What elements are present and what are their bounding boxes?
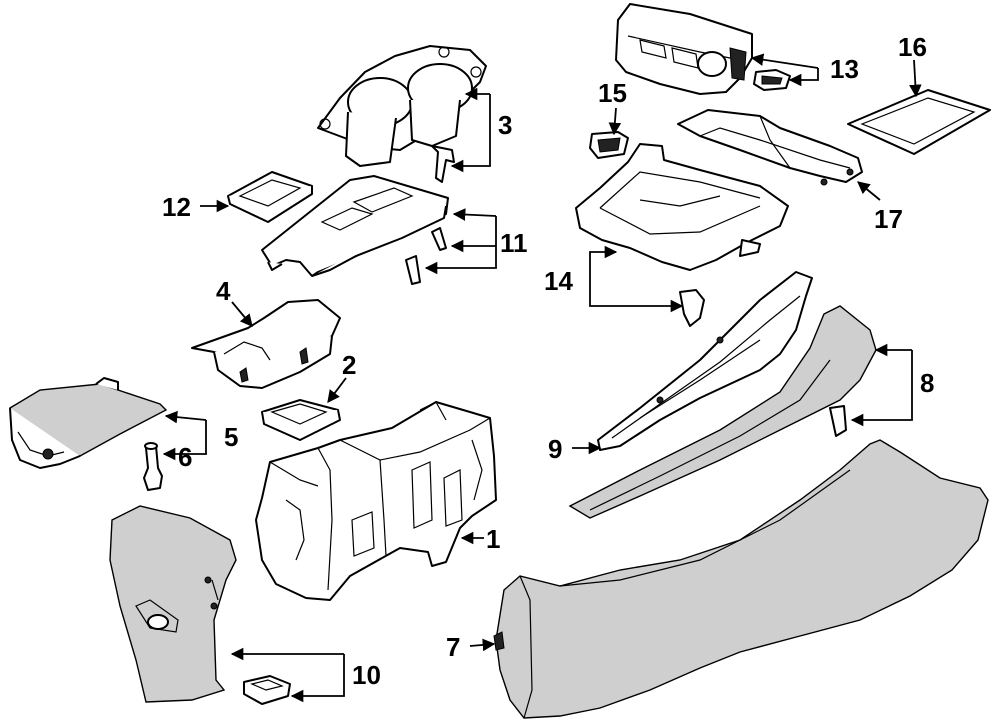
callout-14: 14	[544, 266, 573, 296]
part-display-unit	[615, 3, 753, 95]
callout-3: 3	[498, 110, 512, 140]
part-pad	[261, 399, 341, 441]
callout-12: 12	[162, 192, 191, 222]
part-shifter-bezel	[261, 175, 449, 285]
part-bracket-frame	[575, 143, 789, 327]
callout-labels: 3 12 11 4 2 5 6 1 7 9 8 10 13 15 16 17 1…	[162, 32, 934, 690]
callout-7: 7	[446, 632, 460, 662]
part-lower-trim	[493, 439, 989, 719]
part-cup-holder	[317, 45, 487, 183]
callout-4: 4	[216, 276, 231, 306]
part-clip	[589, 131, 629, 159]
part-switch	[243, 675, 291, 705]
callout-13: 13	[830, 54, 859, 84]
callout-5: 5	[224, 422, 238, 452]
part-pin	[143, 442, 163, 491]
callout-9: 9	[548, 434, 562, 464]
part-mat	[847, 89, 991, 155]
callout-2: 2	[342, 350, 356, 380]
part-side-trim	[568, 305, 877, 519]
part-storage-bin	[191, 299, 341, 389]
part-knob	[753, 69, 791, 91]
part-bracket	[677, 109, 863, 186]
callout-8: 8	[920, 368, 934, 398]
part-storage-tray	[227, 171, 313, 223]
part-console-base	[255, 401, 497, 601]
callout-10: 10	[352, 660, 381, 690]
callout-16: 16	[898, 32, 927, 62]
part-side-trim-panel	[109, 505, 237, 703]
callout-17: 17	[874, 204, 903, 234]
callout-15: 15	[598, 78, 627, 108]
callout-11: 11	[500, 228, 528, 258]
part-armrest-lid	[9, 377, 168, 469]
callout-6: 6	[178, 442, 192, 472]
callout-1: 1	[486, 524, 500, 554]
part-long-trim	[597, 271, 813, 451]
leader-lines	[162, 53, 922, 703]
